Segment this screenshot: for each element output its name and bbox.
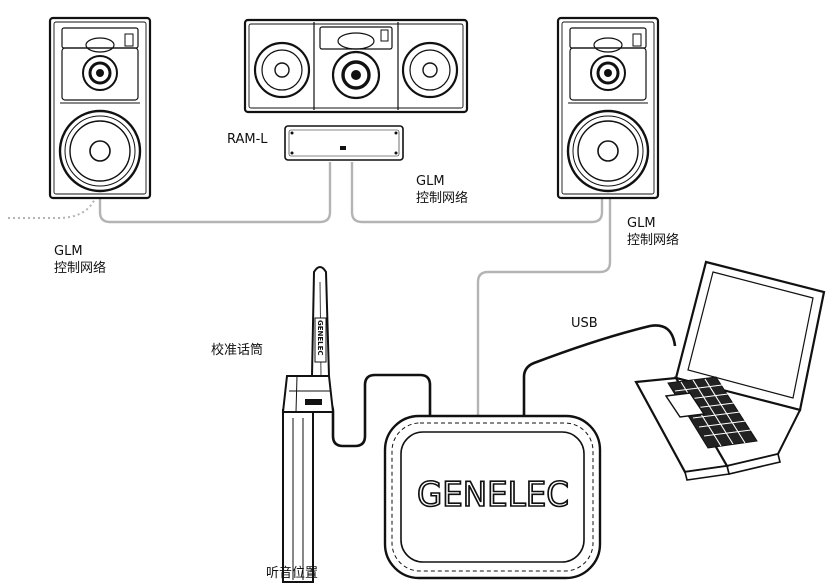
cable-left-speaker-to-ram [98, 162, 332, 224]
cable-right-speaker-to-hub [476, 198, 612, 416]
cable-dotted-continuation [8, 195, 97, 219]
glm-center-label: GLM [416, 174, 445, 189]
listening-position-label: 听音位置 [266, 566, 319, 581]
glm-left-label: GLM [54, 244, 83, 259]
ram-l-unit [284, 125, 404, 161]
calibration-mic: GENELEC [281, 266, 335, 583]
ram-l-label: RAM-L [227, 132, 268, 147]
glm-center-sublabel: 控制网络 [416, 191, 469, 206]
genelec-glm-hub: GENELEC [383, 414, 602, 580]
glm-right-label: GLM [627, 216, 656, 231]
left-speaker [48, 16, 152, 200]
laptop [634, 260, 826, 481]
glm-left-sublabel: 控制网络 [54, 261, 107, 276]
cable-usb [522, 324, 677, 425]
calibration-mic-label: 校准话筒 [211, 343, 264, 358]
center-speaker [243, 18, 469, 114]
glm-network-cables [98, 162, 612, 416]
mic-brand-label: GENELEC [316, 320, 324, 356]
right-speaker [556, 16, 660, 200]
glm-right-sublabel: 控制网络 [627, 233, 680, 248]
cable-ram-to-right-speaker [350, 162, 604, 224]
usb-label: USB [571, 316, 598, 331]
hub-logo: GENELEC [417, 475, 569, 515]
